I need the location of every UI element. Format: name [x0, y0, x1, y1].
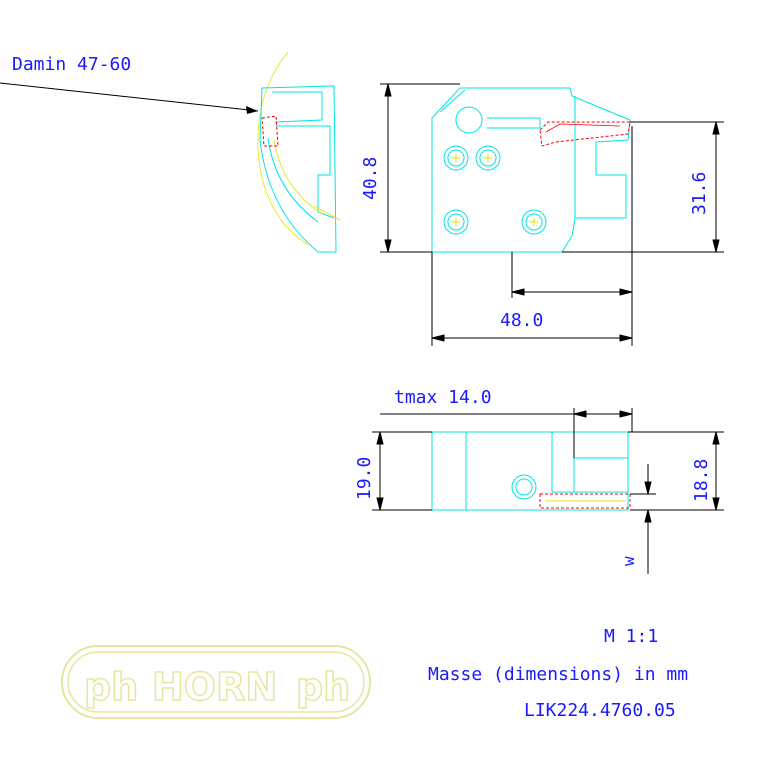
logo-right-mark: ph: [296, 665, 350, 709]
bottom-view: tmax 14.0 19.0 18.8 w: [354, 387, 724, 574]
front-view: 40.8 31.6 48.0: [360, 83, 724, 346]
title-block: M 1:1 Masse (dimensions) in mm LIK224.47…: [428, 626, 688, 721]
logo-left-mark: ph: [84, 665, 138, 709]
dim-height-40-8: 40.8: [360, 157, 381, 200]
dim-height-31-6: 31.6: [689, 172, 710, 215]
scale-label: M 1:1: [604, 626, 658, 647]
damin-callout: Damin 47-60: [0, 54, 259, 114]
dim-height-19-0: 19.0: [354, 457, 375, 500]
dim-tmax-14-0: tmax 14.0: [394, 387, 492, 408]
horn-logo: ph HORN ph: [61, 645, 371, 719]
callout-label: Damin 47-60: [12, 54, 131, 75]
logo-brand: HORN: [152, 665, 277, 709]
dim-w: w: [619, 556, 638, 566]
dim-width-48-0: 48.0: [500, 310, 543, 331]
dim-height-18-8: 18.8: [691, 459, 712, 502]
units-label: Masse (dimensions) in mm: [428, 664, 688, 685]
side-view: [257, 51, 341, 253]
part-number: LIK224.4760.05: [524, 700, 676, 721]
